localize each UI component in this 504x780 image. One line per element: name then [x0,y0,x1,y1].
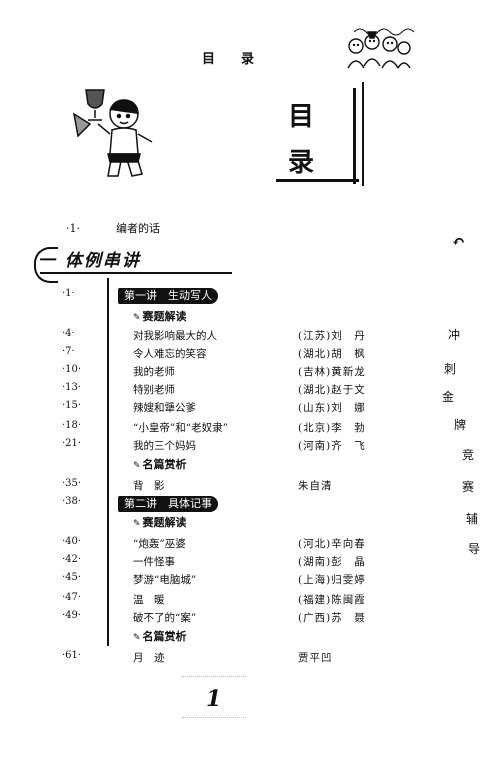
title-frame [276,82,364,186]
entry-title: 背 影 [133,480,165,492]
section-bracket [34,247,58,283]
frame-horizontal-line [276,179,359,182]
entry-title: 对我影响最大的人 [133,330,217,342]
corner-mark: ↶ [452,232,466,251]
pen-icon: ✎ [133,519,141,529]
entry-page: ·45· [62,572,82,583]
pen-icon: ✎ [133,313,141,323]
side-char: 金 [442,390,455,404]
header-char-2: 录 [241,52,261,67]
frame-outer-line [362,82,364,186]
entry-page: ·4· [62,328,75,339]
side-char: 赛 [462,480,475,494]
entry-page: ·47· [62,592,82,603]
entry-title: 特别老师 [133,384,175,396]
boy-trophy-illustration [72,89,153,177]
subsection-heading: ✎赛题解读 [133,516,187,529]
frame-vertical-line [353,88,356,184]
subsection-heading: ✎赛题解读 [133,310,187,323]
editor-note-page: ·1· [66,222,80,235]
entry-author: (福建)陈闽霞 [298,594,366,606]
entry-page: ·49· [62,610,82,621]
entry-page: ·15· [62,400,82,411]
entry-page: ·10· [62,364,82,375]
subsection-heading: ✎名篇赏析 [133,630,187,643]
page-number: 1 [206,686,222,712]
section-title: 一 体例串讲 [38,251,141,271]
entry-author: (吉林)黄新龙 [298,366,366,378]
entry-title: 月 迹 [133,652,165,664]
header-char-1: 目 [202,52,222,67]
entry-author: 贾平凹 [298,652,333,664]
entry-title: 梦游“电脑城” [133,574,197,586]
lesson-page: ·1· [62,288,75,299]
wavy-line-decoration [354,28,414,36]
entry-page: ·35· [62,478,82,489]
entry-title: 一件怪事 [133,556,175,568]
entry-author: (广西)苏 聂 [298,612,366,624]
entry-author: 朱自清 [298,480,333,492]
pen-icon: ✎ [133,461,141,471]
entry-title: 辣嫂和犟公爹 [133,402,196,414]
editor-note[interactable]: ·1· 编者的话 [66,220,160,236]
side-char: 牌 [454,418,467,432]
pen-icon: ✎ [133,633,141,643]
entry-title: 温 暖 [133,594,165,606]
footer-dotted-frame [182,676,246,718]
entry-author: (山东)刘 娜 [298,402,366,414]
entry-page: ·7· [62,346,75,357]
side-char: 冲 [448,328,461,342]
entry-author: (江苏)刘 丹 [298,330,366,342]
lesson-page: ·38· [62,496,82,507]
entry-title: 令人难忘的笑容 [133,348,207,360]
entry-author: (河南)齐 飞 [298,440,366,452]
entry-page: ·21· [62,438,82,449]
entry-page: ·13· [62,382,82,393]
entry-author: (湖南)彭 晶 [298,556,366,568]
page-header: 目录 [202,48,260,67]
entry-author: (湖北)胡 枫 [298,348,366,360]
entry-title: 破不了的“案” [133,612,197,624]
entry-author: (上海)归雯婷 [298,574,366,586]
editor-note-title: 编者的话 [116,222,160,235]
side-char: 导 [468,542,481,556]
side-char: 竞 [462,448,475,462]
entry-title: “小皇帝”和“老奴隶” [133,422,228,434]
entry-page: ·18· [62,420,82,431]
toc-vertical-rule [107,278,109,646]
lesson-title-badge[interactable]: 第一讲 生动写人 [118,288,218,304]
entry-page: ·61· [62,650,82,661]
subsection-heading: ✎名篇赏析 [133,458,187,471]
lesson-title-badge[interactable]: 第二讲 具体记事 [118,496,218,512]
side-char: 刺 [444,362,457,376]
entry-page: ·42· [62,554,82,565]
entry-author: (河北)辛向春 [298,538,366,550]
entry-title: 我的老师 [133,366,175,378]
big-title-line-2: 录 [288,148,315,178]
entry-author: (湖北)赵于文 [298,384,366,396]
entry-title: 我的三个妈妈 [133,440,196,452]
section-underline [40,272,232,274]
entry-title: “炮轰”巫婆 [133,538,186,550]
big-title-line-1: 目 [288,102,315,132]
entry-author: (北京)李 勃 [298,422,366,434]
side-char: 辅 [466,512,479,526]
entry-page: ·40· [62,536,82,547]
